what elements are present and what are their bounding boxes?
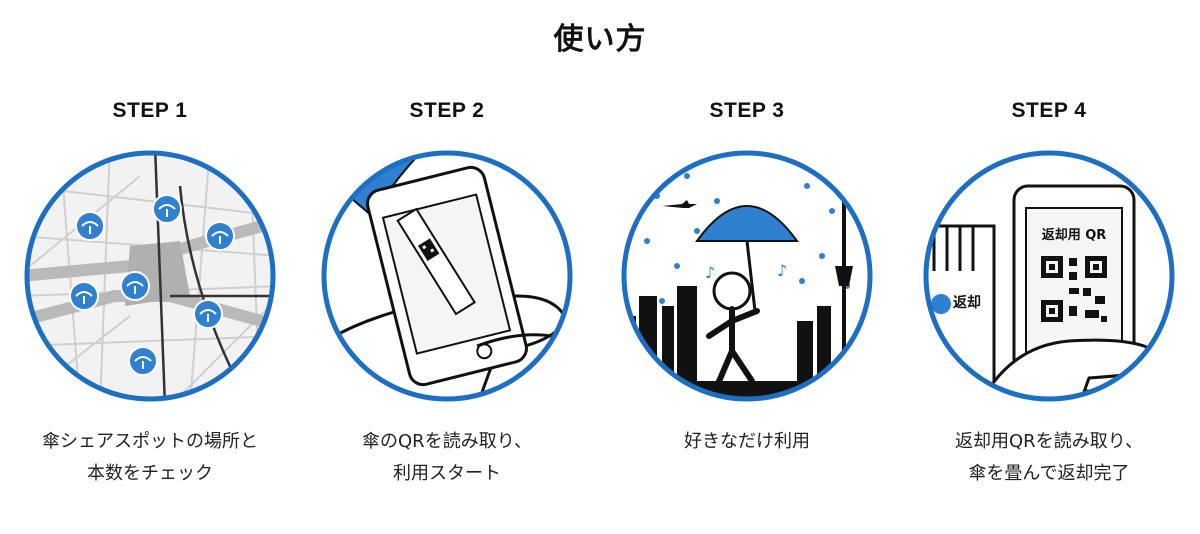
map-icon	[20, 146, 280, 406]
caption-line-1: 傘シェアスポットの場所と	[42, 431, 258, 452]
caption-line-1: 返却用QRを読み取り、	[955, 431, 1143, 452]
steps-list: STEP 1	[0, 96, 1200, 516]
return-qr-icon: 返却用 QR 返却	[919, 146, 1179, 406]
phone-scan-icon	[317, 146, 577, 406]
caption-line-2: 利用スタート	[393, 463, 501, 484]
caption-line-2: 傘を畳んで返却完了	[968, 463, 1130, 484]
phone-label: 返却用 QR	[1041, 228, 1107, 243]
step-3: STEP 3	[617, 96, 877, 452]
svg-text:♪: ♪	[777, 261, 787, 280]
step-label: STEP 2	[409, 99, 485, 122]
step-label: STEP 4	[1011, 99, 1087, 122]
step-1: STEP 1	[20, 96, 280, 484]
step-caption: 傘シェアスポットの場所と 本数をチェック	[20, 426, 280, 490]
step-caption: 返却用QRを読み取り、 傘を畳んで返却完了	[919, 426, 1179, 490]
svg-text:♪: ♪	[705, 263, 715, 282]
caption-line-1: 好きなだけ利用	[684, 431, 810, 452]
step-caption: 好きなだけ利用	[617, 426, 877, 458]
step-label: STEP 3	[709, 99, 785, 122]
step-4: STEP 4	[919, 96, 1179, 484]
station-label: 返却	[953, 295, 981, 311]
step-caption: 傘のQRを読み取り、 利用スタート	[317, 426, 577, 490]
caption-line-2: 本数をチェック	[87, 463, 213, 484]
step-2: STEP 2	[317, 96, 577, 484]
step-label: STEP 1	[112, 99, 188, 122]
caption-line-1: 傘のQRを読み取り、	[362, 431, 532, 452]
umbrella-walk-icon: ♪ ♪	[617, 146, 877, 406]
page-title: 使い方	[553, 22, 647, 57]
